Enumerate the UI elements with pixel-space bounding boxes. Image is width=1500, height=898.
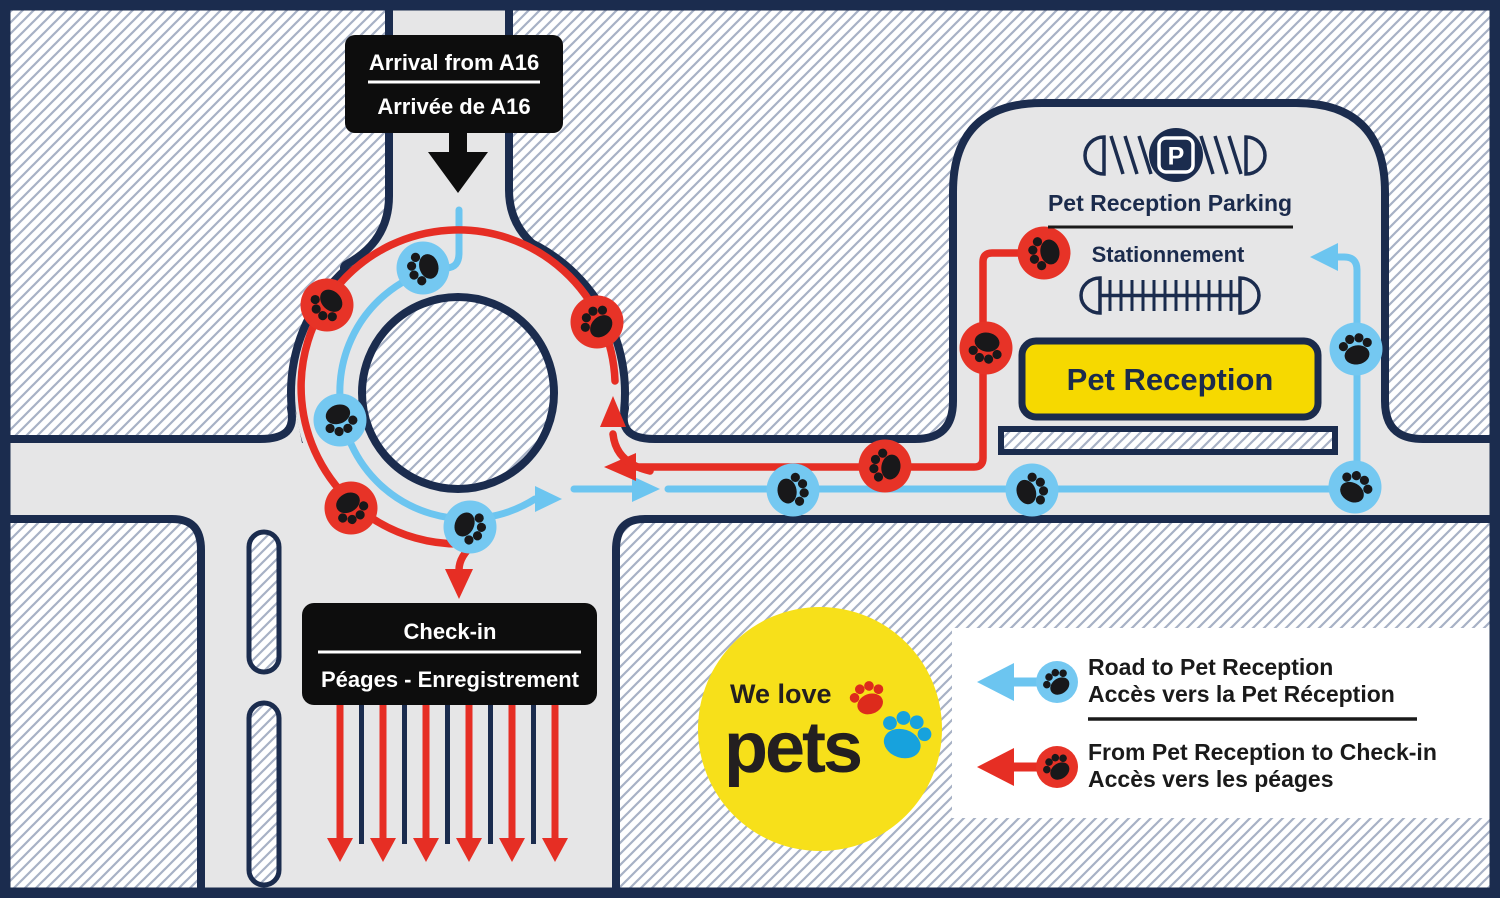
red-arrowhead-icon xyxy=(445,569,473,599)
checkin-sign-box xyxy=(302,603,597,705)
paw-marker-icon xyxy=(324,481,378,535)
arrival-sign-line1: Arrival from A16 xyxy=(369,50,539,75)
legend-to-checkin-line2: Accès vers les péages xyxy=(1088,766,1334,792)
paw-marker-icon xyxy=(1329,322,1383,376)
parking-title: Pet Reception Parking xyxy=(1048,190,1292,216)
checkin-sign-line2: Péages - Enregistrement xyxy=(321,667,580,692)
parking-subtitle: Stationnement xyxy=(1092,242,1245,267)
parking-spaces-icon xyxy=(1079,276,1261,315)
arrival-sign-box xyxy=(345,35,563,133)
paw-markers xyxy=(300,226,1383,554)
route-to-checkin-line xyxy=(297,226,619,574)
logo-line2: pets xyxy=(724,708,861,788)
paw-marker-icon xyxy=(1005,463,1059,517)
paw-marker-icon xyxy=(1328,460,1382,514)
red-arrowhead-icon xyxy=(600,396,626,427)
arrival-arrow-icon xyxy=(449,128,467,156)
blue-arrowhead-icon xyxy=(1310,243,1338,271)
blue-arrowhead-icon xyxy=(632,476,660,502)
paw-marker-icon xyxy=(766,463,820,517)
p-icon: P xyxy=(1149,128,1203,182)
blue-arrowhead-icon xyxy=(535,486,562,512)
paw-marker-icon xyxy=(313,393,367,447)
logo-circle xyxy=(698,607,942,851)
p-symbol: P xyxy=(1168,143,1185,171)
paw-marker-icon xyxy=(443,500,497,554)
legend-to-reception-line1: Road to Pet Reception xyxy=(1088,654,1333,680)
paw-marker-icon xyxy=(858,439,912,493)
paw-marker-icon xyxy=(959,321,1013,375)
median-island xyxy=(246,529,282,675)
median-island xyxy=(246,700,282,888)
reception-platform xyxy=(998,426,1338,455)
logo-line1: We love xyxy=(730,679,832,709)
pet-reception-sign-label: Pet Reception xyxy=(1067,362,1274,397)
we-love-pets-logo: We love pets xyxy=(698,607,942,851)
parking-entrance-icon xyxy=(1083,135,1267,176)
legend-red-arrow-icon xyxy=(977,748,1014,786)
paw-marker-icon xyxy=(1017,226,1071,280)
route-to-checkin-line xyxy=(609,430,654,475)
legend-to-reception-line2: Accès vers la Pet Réception xyxy=(1088,681,1395,707)
arrival-sign-line2: Arrivée de A16 xyxy=(377,94,530,119)
legend-item-to-reception: Road to Pet Reception Accès vers la Pet … xyxy=(977,654,1395,707)
legend-to-checkin-line1: From Pet Reception to Check-in xyxy=(1088,739,1437,765)
legend-item-to-checkin: From Pet Reception to Check-in Accès ver… xyxy=(977,739,1437,792)
arrival-arrow-icon xyxy=(428,152,488,193)
paw-marker-icon xyxy=(300,278,354,332)
parking-area: P Pet Reception Parking Stationnement Pe… xyxy=(1018,128,1322,421)
legend-panel xyxy=(952,628,1490,818)
pet-reception-sign: Pet Reception xyxy=(1018,337,1322,421)
checkin-sign: Check-in Péages - Enregistrement xyxy=(302,603,597,705)
legend: Road to Pet Reception Accès vers la Pet … xyxy=(977,654,1437,792)
arrival-sign: Arrival from A16 Arrivée de A16 xyxy=(345,35,563,193)
legend-blue-arrow-icon xyxy=(977,663,1014,701)
paw-marker-icon xyxy=(396,241,450,295)
roundabout-island xyxy=(358,293,558,493)
toll-lanes xyxy=(327,705,568,862)
paw-marker-icon xyxy=(570,295,624,349)
checkin-sign-line1: Check-in xyxy=(404,619,497,644)
